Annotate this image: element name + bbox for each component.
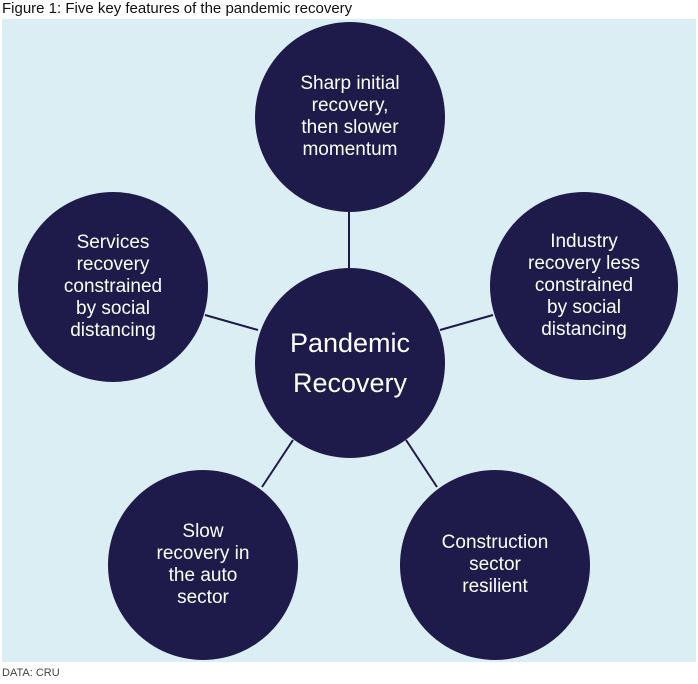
feature-node-label: Industry recovery less constrained by so… <box>528 231 640 340</box>
connector-upper-right <box>439 314 494 331</box>
center-node-pandemic-recovery: Pandemic Recovery <box>255 268 445 458</box>
feature-node-label: Slow recovery in the auto sector <box>156 521 250 608</box>
feature-node-construction-sector: Construction sector resilient <box>400 470 590 660</box>
feature-node-label: Construction sector resilient <box>441 532 549 597</box>
feature-node-label: Sharp initial recovery, then slower mome… <box>300 73 400 160</box>
figure-title: Figure 1: Five key features of the pande… <box>2 0 353 17</box>
center-node-label: Pandemic Recovery <box>289 328 411 398</box>
data-source-note: DATA: CRU <box>2 667 60 679</box>
connector-lower-right <box>405 439 438 488</box>
connector-upper-left <box>204 314 259 331</box>
feature-node-label: Services recovery constrained by social … <box>63 232 163 341</box>
feature-node-auto-sector: Slow recovery in the auto sector <box>108 470 298 660</box>
feature-node-industry-recovery: Industry recovery less constrained by so… <box>490 192 678 380</box>
feature-node-sharp-initial-recovery: Sharp initial recovery, then slower mome… <box>255 22 445 212</box>
feature-node-services-recovery: Services recovery constrained by social … <box>18 192 208 382</box>
connector-lower-left <box>261 439 294 488</box>
